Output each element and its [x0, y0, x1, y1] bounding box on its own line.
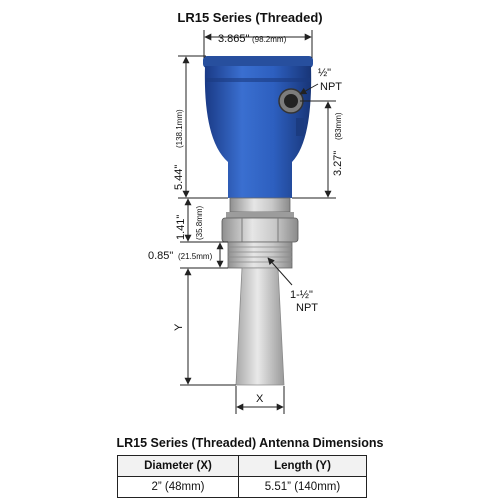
- table-title: LR15 Series (Threaded) Antenna Dimension…: [116, 436, 384, 450]
- length-cell: 5.51” (140mm): [238, 476, 367, 498]
- housing: [203, 56, 313, 198]
- process-type-label: NPT: [296, 302, 318, 314]
- overall-height-mm-label: (138.1mm): [175, 109, 184, 148]
- antenna-horn: [235, 267, 285, 386]
- dimensions-table: Diameter (X) Length (Y) 2” (48mm) 5.51” …: [117, 455, 367, 498]
- thread-height-mm-label: (21.5mm): [178, 252, 213, 261]
- conduit-type-label: NPT: [320, 81, 342, 93]
- sensor-drawing: 3.865" (98.2mm) 5.44" (138.1mm) 3.27" (8…: [148, 30, 344, 414]
- dimension-lines: [178, 30, 336, 414]
- table-header-diameter: Diameter (X): [117, 455, 239, 477]
- width-inch-label: 3.865": [218, 33, 250, 45]
- antenna-diameter-label: X: [256, 393, 264, 405]
- table-header-row: Diameter (X) Length (Y): [117, 455, 367, 477]
- table-row: 2” (48mm) 5.51” (140mm): [117, 476, 367, 498]
- port-height-mm-label: (83mm): [334, 112, 343, 140]
- conduit-port: [278, 88, 304, 114]
- thread-height-inch-label: 0.85": [148, 250, 173, 262]
- port-height-inch-label: 3.27": [332, 151, 344, 176]
- hex-fitting: [221, 197, 299, 269]
- diagram-title: LR15 Series (Threaded): [177, 10, 323, 25]
- conduit-size-label: ½": [318, 67, 331, 79]
- diameter-cell: 2” (48mm): [117, 476, 239, 498]
- overall-height-inch-label: 5.44": [173, 165, 185, 190]
- antenna-length-label: Y: [173, 323, 185, 331]
- width-mm-label: (98.2mm): [252, 35, 287, 44]
- fitting-height-mm-label: (35.8mm): [195, 205, 204, 240]
- table-header-length: Length (Y): [238, 455, 367, 477]
- fitting-height-inch-label: 1.41": [175, 215, 187, 240]
- process-size-label: 1-½": [290, 289, 313, 301]
